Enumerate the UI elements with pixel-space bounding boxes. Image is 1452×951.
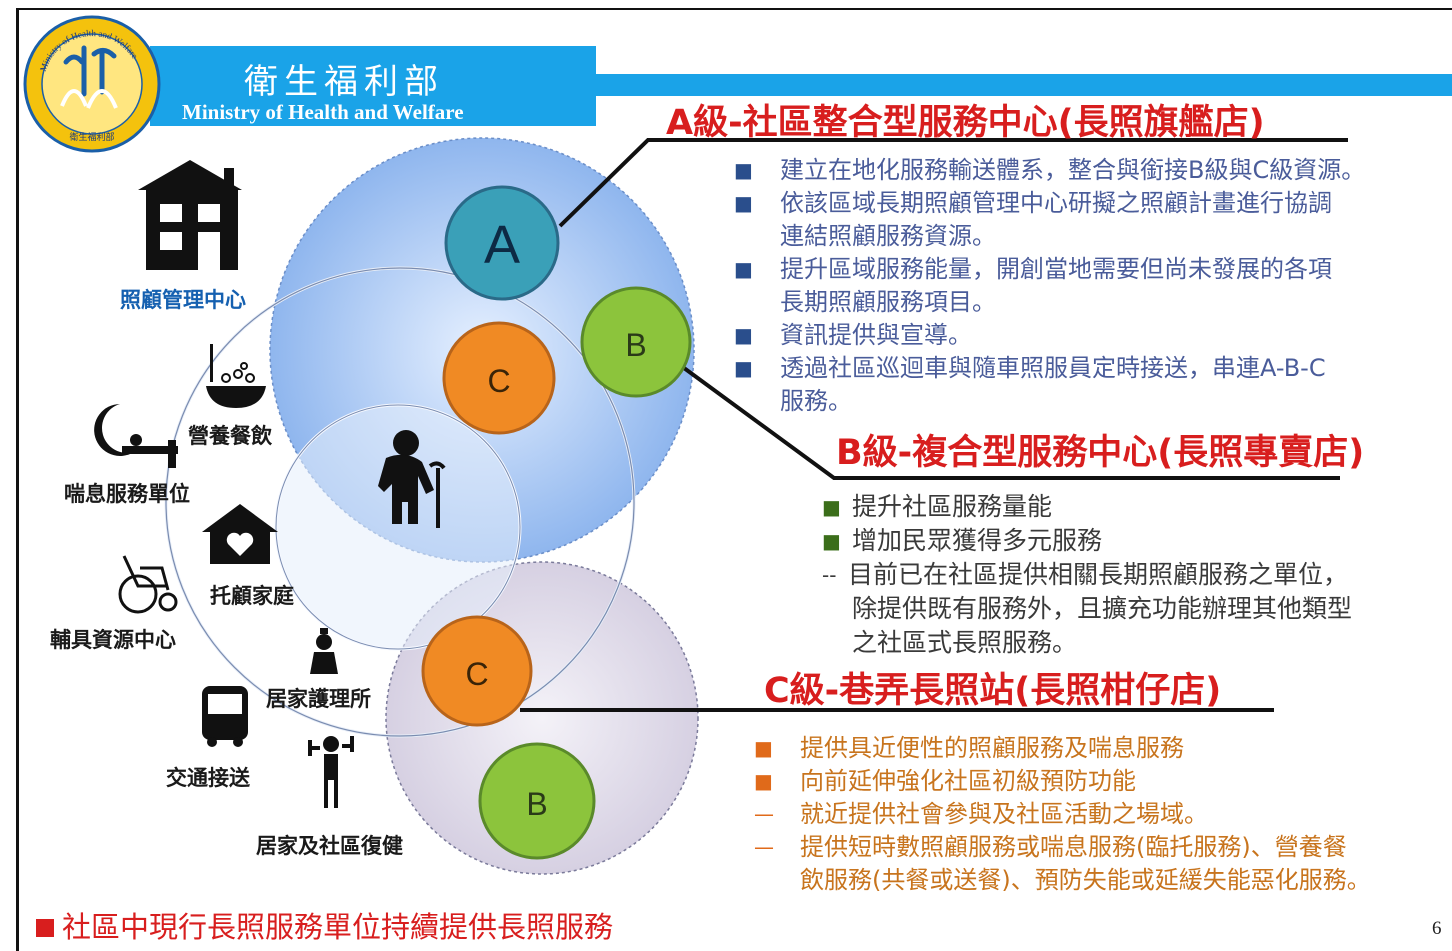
section-b-list: ■提升社區服務量能 ■增加民眾獲得多元服務 --目前已在社區提供相關長期照顧服務… [822, 490, 1352, 660]
care-center-house-icon [138, 160, 242, 270]
a-node [444, 185, 560, 301]
respite-label: 喘息服務單位 [64, 482, 190, 506]
ministry-name-zh: 衛生福利部 [244, 62, 444, 102]
bullet-square-icon: ■ [734, 257, 753, 281]
bullet-square-icon: ■ [734, 356, 753, 380]
rehab-person-icon [308, 736, 354, 808]
c-node-bottom-label: C [465, 656, 488, 692]
a-connector-line [558, 138, 1348, 228]
bullet-square-icon: ■ [822, 495, 841, 519]
foster-family-label: 托顧家庭 [210, 584, 294, 608]
page-number: 6 [1432, 918, 1442, 939]
list-item-continuation: 除提供既有服務外，且擴充功能辦理其他類型 [852, 594, 1353, 623]
center-circle-edge [275, 404, 521, 650]
c-node-top [442, 321, 556, 435]
dash-mark: — [754, 835, 774, 859]
list-item-continuation: 連結照顧服務資源。 [780, 222, 996, 250]
header-line [596, 74, 1452, 96]
section-a-title: A級-社區整合型服務中心(長照旗艦店) [666, 103, 1265, 143]
outer-ring-edge [165, 267, 635, 737]
header-band [150, 46, 596, 126]
list-item: ■向前延伸強化社區初級預防功能 [754, 765, 1371, 798]
list-item-continuation: 服務。 [780, 387, 852, 415]
footer-note: 社區中現行長照服務單位持續提供長照服務 [36, 904, 613, 946]
c-node-bottom [421, 615, 533, 727]
section-b-title: B級-複合型服務中心(長照專賣店) [836, 433, 1365, 473]
c-node-top-label: C [487, 363, 510, 399]
b-connector-line [682, 366, 1340, 480]
dash-mark: -- [822, 563, 837, 587]
b-node-top [580, 286, 692, 398]
home-nursing-label: 居家護理所 [266, 687, 371, 711]
transport-label: 交通接送 [166, 766, 250, 790]
list-item: ■透過社區巡迴車與隨車照服員定時接送，串連A-B-C [734, 352, 1365, 385]
slide-frame [16, 8, 1452, 951]
bullet-square-icon: ■ [734, 191, 753, 215]
bullet-square-icon: ■ [734, 323, 753, 347]
list-item: --目前已在社區提供相關長期照顧服務之單位， [822, 558, 1352, 592]
bullet-square-icon: ■ [754, 769, 773, 793]
ministry-name-en: Ministry of Health and Welfare [182, 100, 464, 124]
list-item: ■增加民眾獲得多元服務 [822, 524, 1352, 558]
list-item: ■建立在地化服務輸送體系，整合與銜接B級與C級資源。 [734, 154, 1365, 187]
nutrition-label: 營養餐飲 [188, 424, 272, 448]
rehab-label: 居家及社區復健 [256, 834, 403, 858]
assistive-label: 輔具資源中心 [50, 628, 176, 652]
b-node-bottom [478, 742, 596, 860]
respite-bed-moon-icon [94, 404, 178, 468]
foster-home-heart-icon [202, 504, 278, 564]
ministry-logo: Ministry of Health and Welfare 衛生福利部 [23, 15, 161, 153]
list-item: ■資訊提供與宣導。 [734, 319, 1365, 352]
list-item: ■提升區域服務能量，開創當地需要但尚未發展的各項 [734, 253, 1365, 286]
list-item: —提供短時數照顧服務或喘息服務(臨托服務)、營養餐 [754, 831, 1371, 864]
wheelchair-icon [118, 555, 178, 614]
bullet-square-icon: ■ [734, 158, 753, 182]
list-item-continuation: 長期照顧服務項目。 [780, 288, 996, 316]
list-item-continuation: 飲服務(共餐或送餐)、預防失能或延緩失能惡化服務。 [800, 866, 1371, 894]
section-c-list: ■提供具近便性的照顧服務及喘息服務 ■向前延伸強化社區初級預防功能 —就近提供社… [754, 732, 1371, 897]
section-c-title: C級-巷弄長照站(長照柑仔店) [764, 671, 1222, 711]
list-item: ■依該區域長期照顧管理中心研擬之照顧計畫進行協調 [734, 187, 1365, 220]
list-item: ■提升社區服務量能 [822, 490, 1352, 524]
section-a-list: ■建立在地化服務輸送體系，整合與銜接B級與C級資源。 ■依該區域長期照顧管理中心… [734, 154, 1365, 418]
bullet-square-icon: ■ [822, 529, 841, 553]
b-node-top-label: B [625, 327, 646, 363]
b-node-bottom-label: B [526, 786, 547, 822]
bullet-square-icon: ■ [754, 736, 773, 760]
list-item: —就近提供社會參與及社區活動之場域。 [754, 798, 1371, 831]
list-item-continuation: 之社區式長照服務。 [852, 628, 1078, 657]
dash-mark: — [754, 802, 774, 826]
list-item: ■提供具近便性的照顧服務及喘息服務 [754, 732, 1371, 765]
nurse-icon [310, 628, 338, 674]
care-center-label: 照顧管理中心 [120, 288, 246, 312]
a-node-label: A [484, 215, 520, 275]
bus-icon [202, 686, 248, 747]
elderly-person-icon [378, 430, 446, 528]
meal-bowl-icon [206, 344, 266, 408]
svg-text:衛生福利部: 衛生福利部 [69, 131, 114, 143]
footer-square-icon [36, 919, 54, 937]
